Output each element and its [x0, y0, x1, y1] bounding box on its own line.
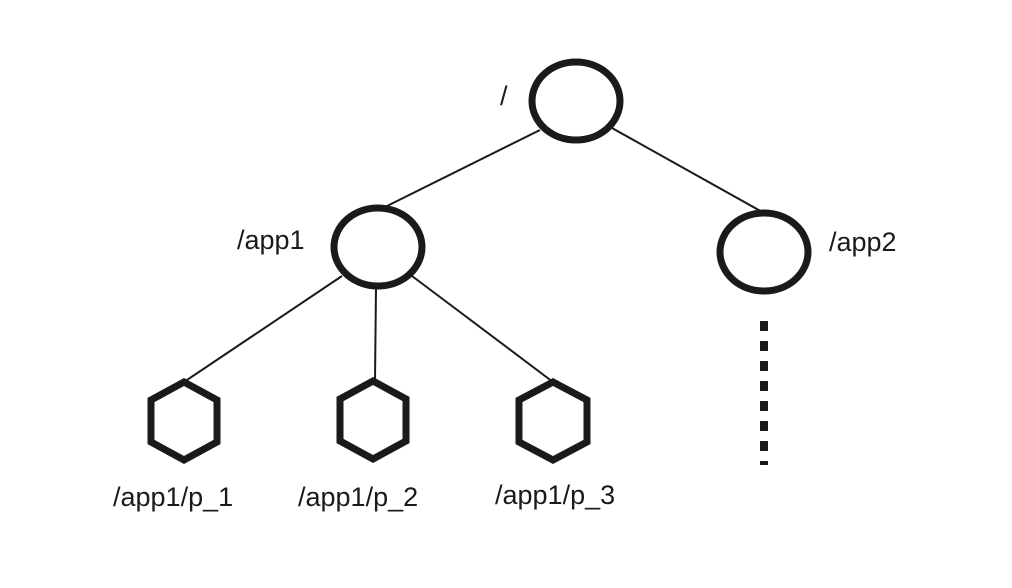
node-app1-p3 — [515, 378, 591, 464]
node-label-p1: /app1/p_1 — [113, 482, 233, 512]
node-app1-p2 — [336, 377, 410, 463]
node-root — [528, 58, 624, 144]
node-label-root: / — [500, 81, 508, 111]
edge-app1-p3 — [411, 275, 554, 383]
node-label-app1: /app1 — [237, 225, 305, 255]
edge-root-app2 — [611, 127, 765, 214]
edge-app1-p2 — [374, 286, 377, 381]
node-label-app2: /app2 — [829, 227, 897, 257]
node-app1-p1 — [147, 378, 221, 464]
edge-root-app1 — [382, 129, 541, 209]
node-app1 — [330, 204, 426, 290]
edge-app1-p1 — [183, 275, 343, 383]
node-label-p3: /app1/p_3 — [495, 480, 615, 510]
node-label-p2: /app1/p_2 — [298, 482, 418, 512]
node-app2 — [716, 209, 812, 295]
